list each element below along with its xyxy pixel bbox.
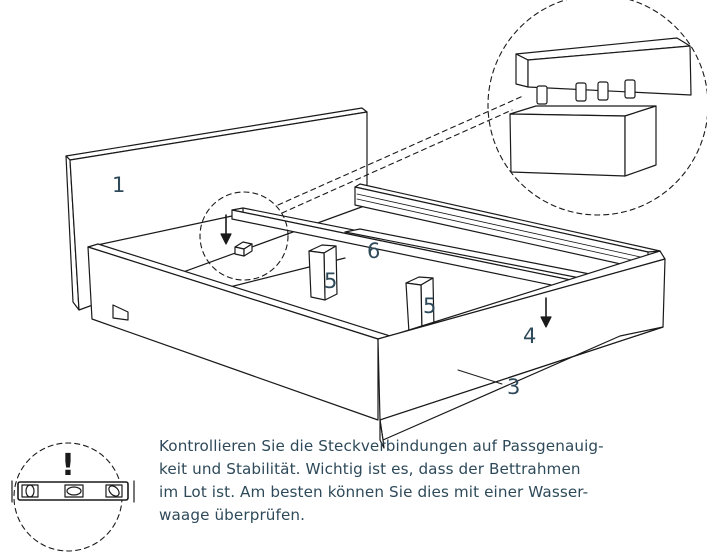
instruction-line: Kontrollieren Sie die Steckverbindungen … [159, 437, 604, 455]
instruction-line: im Lot ist. Am besten können Sie dies mi… [159, 483, 589, 501]
leader-line-3 [457, 369, 503, 385]
label-center-rail: 6 [367, 239, 380, 263]
detail-circle-large [487, 0, 707, 216]
side-rail-left [87, 243, 391, 421]
connector-block [234, 241, 253, 257]
label-support-right: 5 [423, 294, 436, 318]
down-arrow-frame [540, 297, 552, 328]
instruction-line: waage überprüfen. [159, 506, 306, 524]
support-right [405, 276, 435, 337]
spirit-level-icon [11, 480, 135, 503]
label-frame-side: 4 [523, 324, 536, 348]
detail-lower-block [509, 105, 657, 177]
frame-front [377, 250, 666, 449]
label-support-left: 5 [324, 269, 337, 293]
warning-mark: ! [61, 448, 75, 483]
down-arrow-connector [220, 214, 232, 245]
label-frame-front: 3 [507, 375, 520, 399]
side-rail-back [354, 183, 661, 271]
instruction-text: Kontrollieren Sie die Steckverbindungen … [159, 435, 704, 527]
detail-upper-rail [515, 37, 692, 96]
label-headboard: 1 [112, 173, 125, 197]
instruction-line: keit und Stabilität. Wichtig ist es, das… [159, 460, 581, 478]
detail-pins [536, 79, 636, 105]
detail-circle-small [199, 191, 289, 281]
support-left [308, 244, 338, 301]
